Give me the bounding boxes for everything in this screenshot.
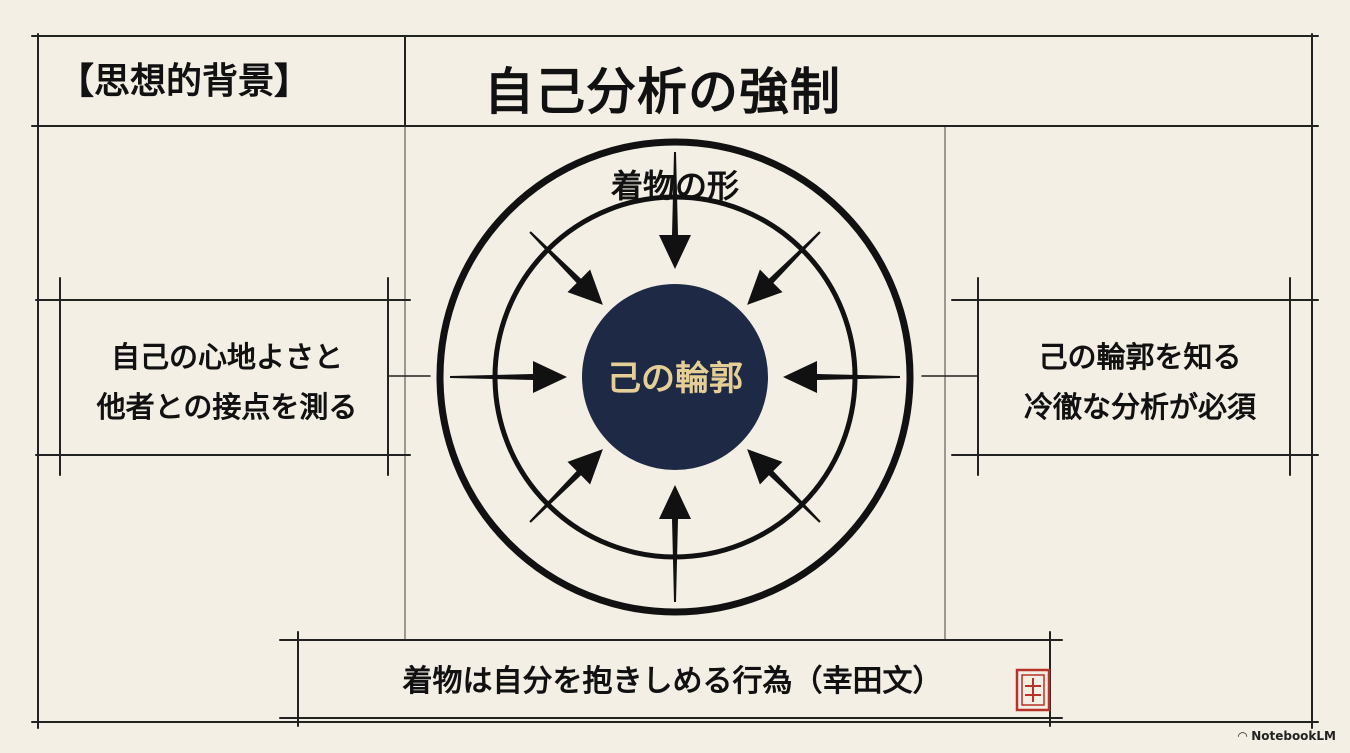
center-label: 己の輪郭	[607, 359, 743, 399]
left-note: 自己の心地よさと 他者との接点を測る	[62, 332, 392, 432]
arrow-top-right	[747, 231, 821, 305]
arrows	[450, 152, 900, 602]
arrow-left	[450, 361, 567, 393]
notebooklm-logo-icon: ◠	[1237, 729, 1248, 743]
page-title: 自己分析の強制	[484, 62, 841, 121]
right-note-line-2: 冷徹な分析が必須	[1023, 390, 1256, 424]
arrow-right	[783, 361, 900, 393]
seal-stamp	[1015, 668, 1051, 712]
arrow-top-left	[529, 231, 603, 305]
arrow-bottom	[659, 485, 691, 602]
outer-ring	[436, 138, 914, 616]
right-note-line-1: 己の輪郭を知る	[1038, 340, 1242, 374]
left-note-line-2: 他者との接点を測る	[96, 390, 358, 424]
right-note: 己の輪郭を知る 冷徹な分析が必須	[985, 332, 1295, 432]
left-note-line-1: 自己の心地よさと	[110, 340, 343, 374]
center-circle	[582, 284, 768, 470]
notebooklm-brand: ◠ NotebookLM	[1238, 729, 1336, 743]
brand-label: NotebookLM	[1251, 729, 1336, 743]
arrow-top	[659, 152, 691, 269]
arrow-bottom-right	[747, 449, 821, 523]
section-tag: 【思想的背景】	[58, 60, 311, 102]
quote-text: 着物は自分を抱きしめる行為（幸田文）	[402, 664, 943, 699]
arrow-bottom-left	[529, 449, 603, 523]
outer-label: 着物の形	[610, 167, 739, 205]
